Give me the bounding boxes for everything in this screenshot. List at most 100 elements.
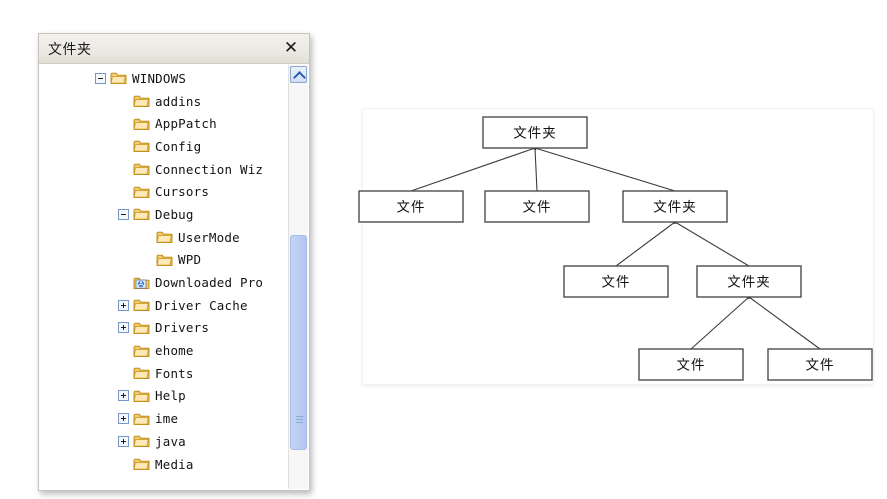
diagram-node-file[interactable]: 文件 — [767, 348, 873, 381]
tree-item-addins[interactable]: addins — [39, 90, 287, 113]
tree-item-label: Downloaded Pro — [155, 275, 264, 291]
diagram-node-box — [482, 116, 588, 149]
diagram-node-box — [484, 190, 590, 223]
close-icon[interactable]: ✕ — [283, 38, 299, 58]
diagram-node-label: 文件夹 — [513, 126, 557, 142]
diagram-node-box — [696, 265, 802, 298]
tree-item-label: WINDOWS — [132, 70, 187, 86]
tree-item-wpd[interactable]: WPD — [39, 249, 287, 272]
tree-item-connection-wiz[interactable]: Connection Wiz — [39, 158, 287, 181]
expand-icon[interactable] — [118, 413, 129, 425]
tree-item-fonts[interactable]: Fonts — [39, 362, 287, 385]
diagram-node-file[interactable]: 文件 — [563, 265, 669, 298]
tree-item-driver-cache[interactable]: Driver Cache — [39, 294, 287, 317]
folder-icon — [156, 253, 173, 267]
diagram-edge — [690, 296, 750, 350]
expand-icon[interactable] — [118, 322, 129, 334]
expand-icon[interactable] — [118, 435, 129, 447]
tree-item-label: Fonts — [155, 365, 194, 381]
diagram-node-box — [358, 190, 464, 223]
downloaded-program-files-icon — [133, 276, 150, 290]
diagram-node-file[interactable]: 文件 — [638, 348, 744, 381]
diagram-node-label: 文件 — [523, 200, 552, 216]
tree-item-media[interactable]: Media — [39, 453, 287, 476]
collapse-icon[interactable] — [118, 208, 129, 220]
diagram-node-folder[interactable]: 文件夹 — [482, 116, 588, 149]
folder-icon — [133, 434, 150, 448]
tree-item-label: Drivers — [155, 320, 210, 336]
diagram-edge — [748, 296, 821, 350]
tree-item-label: java — [155, 433, 186, 449]
diagram-node-box — [563, 265, 669, 298]
tree-item-label: AppPatch — [155, 116, 217, 132]
tree-diagram-panel: 文件夹文件文件文件夹文件文件夹文件文件 — [358, 108, 874, 385]
tree-item-ime[interactable]: ime — [39, 407, 287, 430]
diagram-edge-layer — [410, 146, 821, 350]
tree-item-windows[interactable]: WINDOWS — [39, 67, 287, 90]
diagram-node-label: 文件 — [806, 358, 835, 374]
scrollbar-thumb[interactable] — [290, 235, 307, 450]
diagram-edge — [534, 147, 676, 192]
diagram-node-file[interactable]: 文件 — [358, 190, 464, 223]
folder-icon — [133, 298, 150, 312]
tree-item-downloaded-pro[interactable]: Downloaded Pro — [39, 271, 287, 294]
tree-item-label: Help — [155, 388, 186, 404]
diagram-node-label: 文件 — [397, 200, 426, 216]
folder-icon — [133, 389, 150, 403]
diagram-node-box — [638, 348, 744, 381]
tree-item-help[interactable]: Help — [39, 385, 287, 408]
folder-icon — [133, 117, 150, 131]
diagram-node-folder[interactable]: 文件夹 — [696, 265, 802, 298]
folder-icon — [133, 321, 150, 335]
diagram-node-label: 文件夹 — [653, 200, 697, 216]
page-title: 文件夹 — [48, 42, 92, 58]
diagram-edge — [534, 147, 538, 192]
tree-item-label: Cursors — [155, 184, 210, 200]
folder-icon — [156, 230, 173, 244]
tree-item-label: Media — [155, 456, 194, 472]
folder-icon — [133, 139, 150, 153]
diagram-edge — [615, 221, 676, 267]
diagram-edge — [674, 221, 750, 267]
tree-item-drivers[interactable]: Drivers — [39, 317, 287, 340]
diagram-node-label: 文件 — [602, 275, 631, 291]
tree-item-label: Connection Wiz — [155, 161, 264, 177]
tree-item-label: UserMode — [178, 229, 240, 245]
diagram-edge — [410, 147, 536, 192]
tree-item-label: ehome — [155, 343, 194, 359]
diagram-node-box — [767, 348, 873, 381]
tree-item-ehome[interactable]: ehome — [39, 339, 287, 362]
folder-icon — [133, 344, 150, 358]
folder-open-icon — [110, 71, 127, 85]
tree-item-cursors[interactable]: Cursors — [39, 180, 287, 203]
diagram-node-label: 文件 — [677, 358, 706, 374]
diagram-node-box — [622, 190, 728, 223]
folder-icon — [133, 162, 150, 176]
tree-item-debug[interactable]: Debug — [39, 203, 287, 226]
tree-item-label: Debug — [155, 206, 194, 222]
scroll-up-arrow-icon[interactable] — [290, 66, 307, 83]
folder-icon — [133, 94, 150, 108]
folder-icon — [133, 185, 150, 199]
tree-item-usermode[interactable]: UserMode — [39, 226, 287, 249]
diagram-node-file[interactable]: 文件 — [484, 190, 590, 223]
expand-icon[interactable] — [118, 390, 129, 402]
folder-icon — [133, 412, 150, 426]
collapse-icon[interactable] — [95, 72, 106, 84]
folder-open-icon — [133, 207, 150, 221]
tree-item-label: Config — [155, 138, 202, 154]
tree-item-label: ime — [155, 411, 179, 427]
vertical-scrollbar[interactable] — [288, 65, 308, 489]
folder-icon — [133, 457, 150, 471]
diagram-node-layer: 文件夹文件文件文件夹文件文件夹文件文件 — [358, 116, 873, 381]
tree-diagram: 文件夹文件文件文件夹文件文件夹文件文件 — [358, 116, 873, 381]
tree-item-apppatch[interactable]: AppPatch — [39, 112, 287, 135]
diagram-node-folder[interactable]: 文件夹 — [622, 190, 728, 223]
tree-item-label: Driver Cache — [155, 297, 248, 313]
expand-icon[interactable] — [118, 299, 129, 311]
tree-item-config[interactable]: Config — [39, 135, 287, 158]
tree-item-java[interactable]: java — [39, 430, 287, 453]
